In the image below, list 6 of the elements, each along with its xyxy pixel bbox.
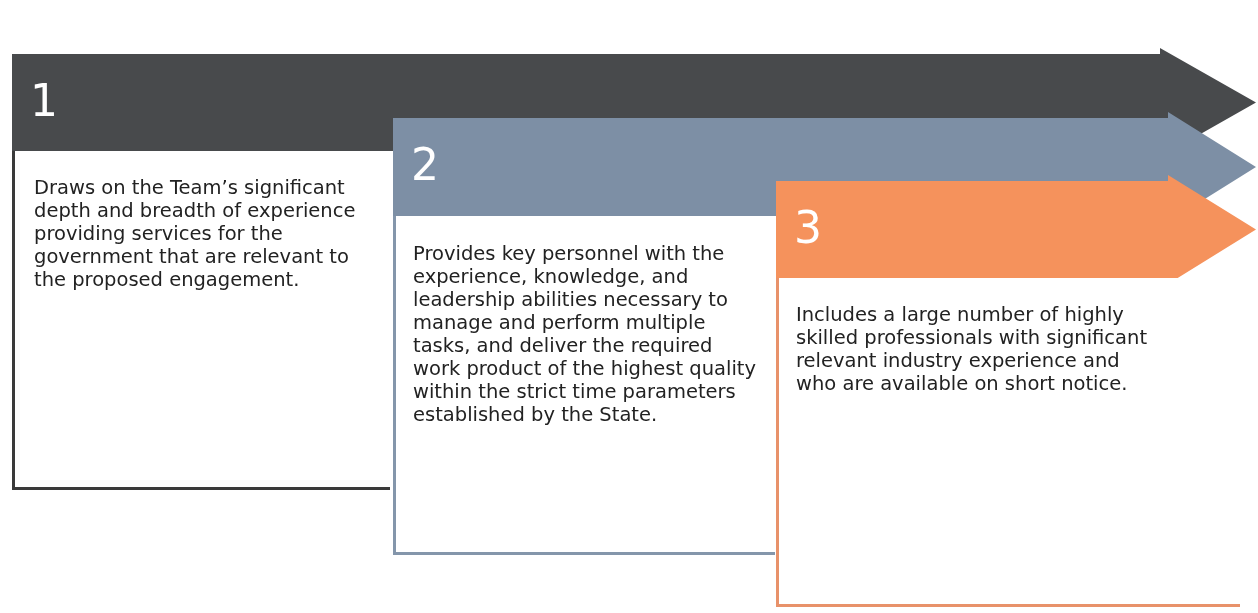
description-text: Includes a large number of highly skilled professionals with significant relevant industry experience and who are available on short notice. <box>796 303 1149 395</box>
description-text: Provides key personnel with the experience, knowledge, and leadership abilities necessary to manage and perform multiple tasks, and deliver the required work product of the highest quality within the strict time parameters established by the State. <box>413 242 757 426</box>
step-number: 2 <box>411 140 439 190</box>
step-number: 3 <box>794 203 822 253</box>
description-text: Draws on the Team’s significant depth and breadth of experience providing services for the government that are relevant to the proposed engagement. <box>34 176 357 291</box>
step-number: 1 <box>30 76 58 126</box>
